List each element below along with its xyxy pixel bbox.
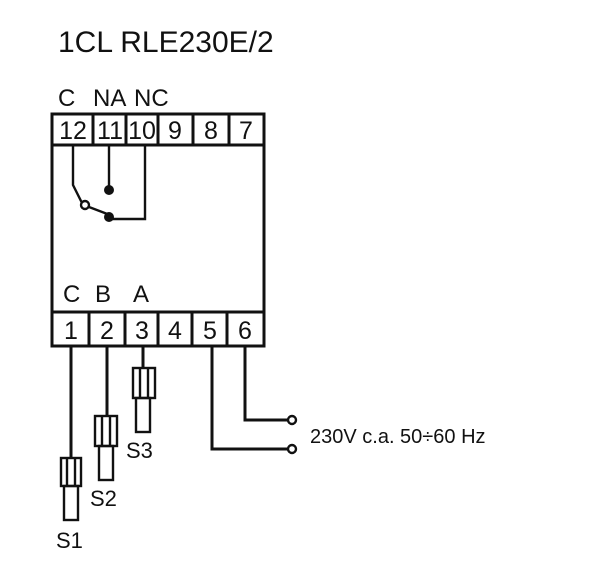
bottom-terminal-strip: 1 2 3 4 5 6 [50,310,266,348]
relay-na-contact [104,185,114,195]
power-supply-wiring: 230V c.a. 50÷60 Hz [210,346,486,455]
input-label-c: C [63,281,80,308]
terminal-10: 10 [128,117,156,145]
terminal-4: 4 [168,317,182,345]
relay-label-na: NA [93,85,126,112]
terminal-2: 2 [100,317,114,345]
terminal-5: 5 [203,317,217,345]
device-model-title: 1CL RLE230E/2 [58,26,274,59]
input-label-b: B [95,281,111,308]
supply-voltage-label: 230V c.a. 50÷60 Hz [310,426,486,448]
terminal-7: 7 [239,117,253,145]
top-terminal-strip: 12 11 10 9 8 7 [50,112,266,147]
relay-nc-contact [104,212,114,222]
probe-s1: S1 [56,346,83,553]
device-body [50,143,266,314]
probe-s2-label: S2 [90,486,117,511]
probe-s1-label: S1 [56,528,83,553]
terminal-8: 8 [204,117,218,145]
probe-s3: S3 [126,346,157,463]
terminal-12: 12 [59,117,87,145]
relay-pivot [79,199,91,211]
supply-wire-terminal-6 [243,346,288,422]
relay-contact-symbol [71,145,147,222]
terminal-3: 3 [135,317,149,345]
terminal-11: 11 [97,117,123,145]
terminal-1: 1 [64,317,78,345]
probe-s3-label: S3 [126,438,153,463]
supply-terminal-dot-upper [286,414,298,426]
probe-s2: S2 [90,346,119,511]
terminal-9: 9 [168,117,182,145]
terminal-6: 6 [238,317,252,345]
supply-terminal-dot-lower [286,443,298,455]
relay-label-nc: NC [134,85,169,112]
relay-label-c: C [58,85,75,112]
supply-wire-terminal-5 [210,346,288,451]
relay-nc-wire [109,145,147,221]
input-label-a: A [133,281,149,308]
